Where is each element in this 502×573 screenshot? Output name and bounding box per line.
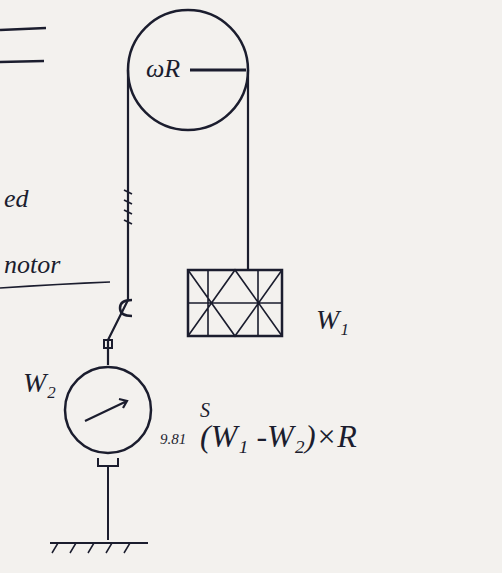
underline bbox=[0, 282, 110, 288]
rope bbox=[247, 70, 249, 270]
margin-note: notor bbox=[4, 252, 60, 278]
balance-dial bbox=[65, 367, 151, 453]
node-label: W₂ bbox=[23, 369, 56, 397]
dead-weight: W₁ bbox=[188, 270, 282, 336]
anchor-rod bbox=[107, 466, 109, 540]
pulley-wheel-outline bbox=[126, 8, 250, 132]
ground-line bbox=[50, 542, 148, 544]
spring-balance: W₂ bbox=[63, 365, 153, 455]
formula: (W₁ -W₂)×R bbox=[200, 420, 357, 452]
anchor-bracket bbox=[98, 458, 118, 466]
number: 9.81 bbox=[160, 432, 186, 447]
pulley-rim bbox=[128, 10, 248, 130]
node-label: W₁ bbox=[316, 306, 349, 334]
rope bbox=[108, 70, 128, 365]
margin-note: ed bbox=[4, 186, 29, 212]
cross-hatch bbox=[188, 270, 282, 336]
ground-hatch bbox=[52, 543, 130, 553]
dead-weight-outline bbox=[188, 270, 282, 336]
spring-balance-outline bbox=[63, 365, 153, 455]
radius-line bbox=[190, 69, 246, 72]
pulley-wheel: ωR bbox=[126, 8, 250, 132]
dial-pointer bbox=[85, 399, 127, 421]
variable: S bbox=[200, 400, 210, 420]
weight-box bbox=[188, 270, 282, 336]
header-stroke bbox=[0, 28, 46, 30]
header-stroke bbox=[0, 61, 44, 62]
node-label: ωR bbox=[146, 56, 180, 82]
